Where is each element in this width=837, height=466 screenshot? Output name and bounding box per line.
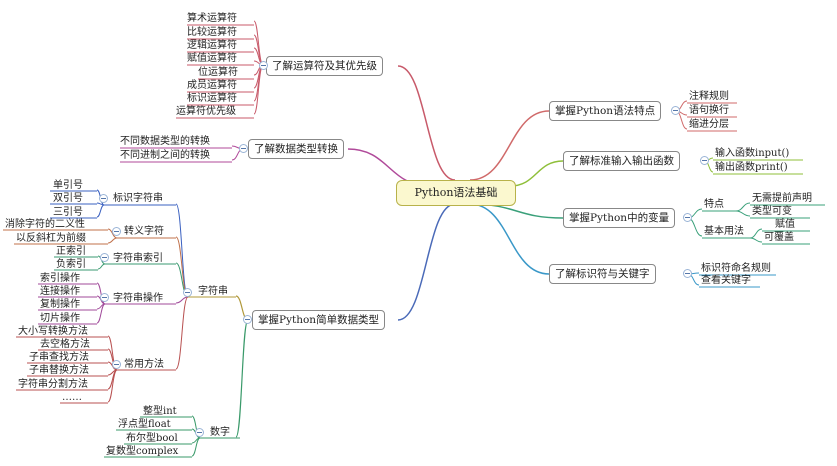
collapse-icon[interactable] (99, 194, 108, 203)
leaf-negative-index[interactable]: 负索引 (56, 259, 86, 270)
connector-line (107, 237, 118, 244)
leaf-strip-methods[interactable]: 去空格方法 (40, 339, 90, 350)
node-string[interactable]: 字符串 (198, 286, 228, 297)
leaf-operator-bitwise[interactable]: 位运算符 (198, 67, 238, 78)
leaf-no-declaration[interactable]: 无需提前声明 (752, 193, 812, 204)
collapse-icon[interactable] (683, 213, 692, 222)
connector-line (253, 64, 264, 115)
node-string-index[interactable]: 字符串索引 (113, 253, 163, 264)
leaf-operator-arithmetic[interactable]: 算术运算符 (187, 13, 237, 24)
connector-line (397, 65, 456, 181)
leaf-single-quote[interactable]: 单引号 (53, 180, 83, 191)
root-node[interactable]: Python语法基础 (396, 180, 516, 206)
branch-type-conversion[interactable]: 了解数据类型转换 (248, 139, 344, 159)
leaf-int[interactable]: 整型int (143, 406, 177, 417)
connector-line (97, 263, 106, 270)
leaf-float[interactable]: 浮点型float (118, 419, 171, 430)
collapse-icon[interactable] (112, 227, 121, 236)
connector-line (749, 237, 763, 243)
leaf-complex[interactable]: 复数型complex (106, 446, 179, 457)
leaf-repeat-op[interactable]: 复制操作 (40, 299, 80, 310)
leaf-dynamic-type[interactable]: 类型可变 (752, 206, 792, 217)
leaf-base-conversion[interactable]: 不同进制之间的转换 (120, 150, 210, 161)
branch-syntax[interactable]: 掌握Python语法特点 (549, 101, 662, 121)
leaf-operator-comparison[interactable]: 比较运算符 (187, 27, 237, 38)
branch-identifiers[interactable]: 了解标识符与关键字 (549, 264, 656, 284)
leaf-input-function[interactable]: 输入函数input() (715, 148, 790, 159)
leaf-replace-methods[interactable]: 子串替换方法 (29, 365, 89, 376)
leaf-index-op[interactable]: 索引操作 (40, 273, 80, 284)
collapse-icon[interactable] (243, 315, 252, 324)
node-escape-chars[interactable]: 转义字符 (124, 226, 164, 237)
leaf-indentation[interactable]: 缩进分层 (689, 119, 729, 130)
leaf-triple-quote[interactable]: 三引号 (53, 207, 83, 218)
collapse-icon[interactable] (671, 106, 680, 115)
variables-features-label[interactable]: 特点 (704, 199, 724, 210)
leaf-comment-rules[interactable]: 注释规则 (689, 91, 729, 102)
leaf-more-methods[interactable]: …… (62, 392, 82, 403)
leaf-backslash-prefix[interactable]: 以反斜杠为前缀 (16, 233, 86, 244)
connector-line (175, 296, 189, 304)
connector-line (253, 20, 264, 66)
branch-io[interactable]: 了解标准输入输出函数 (563, 151, 680, 171)
leaf-operator-logical[interactable]: 逻辑运算符 (187, 40, 237, 51)
connector-line (509, 160, 564, 187)
leaf-case-methods[interactable]: 大小写转换方法 (18, 326, 88, 337)
collapse-icon[interactable] (100, 253, 109, 262)
leaf-view-keywords[interactable]: 查看关键字 (701, 275, 751, 286)
connector-line (735, 202, 751, 212)
collapse-icon[interactable] (683, 269, 692, 278)
connector-line (735, 210, 751, 217)
leaf-line-continuation[interactable]: 语句换行 (689, 105, 729, 116)
branch-datatypes[interactable]: 掌握Python简单数据类型 (252, 310, 386, 330)
collapse-icon[interactable] (112, 360, 121, 369)
collapse-icon[interactable] (183, 288, 192, 297)
leaf-print-function[interactable]: 输出函数print() (715, 162, 788, 173)
connector-line (469, 203, 564, 219)
connector-line (191, 437, 201, 457)
leaf-assignment[interactable]: 赋值 (775, 219, 795, 230)
connector-line (469, 110, 550, 181)
leaf-slice-op[interactable]: 切片操作 (40, 313, 80, 324)
leaf-bool[interactable]: 布尔型bool (126, 433, 178, 444)
collapse-icon[interactable] (239, 144, 248, 153)
leaf-escape-ambiguity[interactable]: 消除字符的二义性 (5, 219, 85, 230)
leaf-find-methods[interactable]: 子串查找方法 (29, 352, 89, 363)
collapse-icon[interactable] (700, 156, 709, 165)
leaf-operator-identity[interactable]: 标识运算符 (187, 93, 237, 104)
leaf-split-methods[interactable]: 字符串分割方法 (18, 379, 88, 390)
connector-line (235, 319, 249, 438)
leaf-type-conversion[interactable]: 不同数据类型的转换 (120, 136, 210, 147)
connector-line (397, 203, 456, 321)
leaf-concat-op[interactable]: 连接操作 (40, 286, 80, 297)
connector-line (469, 203, 550, 275)
branch-operators[interactable]: 了解运算符及其优先级 (266, 56, 383, 76)
leaf-positive-index[interactable]: 正索引 (56, 246, 86, 257)
leaf-operator-assignment[interactable]: 赋值运算符 (187, 53, 237, 64)
collapse-icon[interactable] (195, 428, 204, 437)
leaf-overwrite[interactable]: 可覆盖 (764, 232, 794, 243)
variables-usage-label[interactable]: 基本用法 (704, 226, 744, 237)
leaf-identifier-rules[interactable]: 标识符命名规则 (701, 263, 771, 274)
connector-line (96, 204, 105, 218)
collapse-icon[interactable] (259, 61, 268, 70)
branch-variables[interactable]: 掌握Python中的变量 (563, 208, 676, 228)
connector-line (749, 228, 763, 239)
node-string-ops[interactable]: 字符串操作 (113, 293, 163, 304)
node-number[interactable]: 数字 (210, 427, 230, 438)
connector-line (175, 296, 189, 370)
node-string-methods[interactable]: 常用方法 (124, 359, 164, 370)
connector-line (175, 203, 189, 298)
node-string-quotes[interactable]: 标识字符串 (113, 193, 163, 204)
leaf-double-quote[interactable]: 双引号 (53, 193, 83, 204)
leaf-operator-precedence[interactable]: 运算符优先级 (176, 106, 236, 117)
connector-line (107, 369, 118, 403)
connector-line (96, 303, 106, 324)
leaf-operator-membership[interactable]: 成员运算符 (187, 80, 237, 91)
collapse-icon[interactable] (100, 293, 109, 302)
